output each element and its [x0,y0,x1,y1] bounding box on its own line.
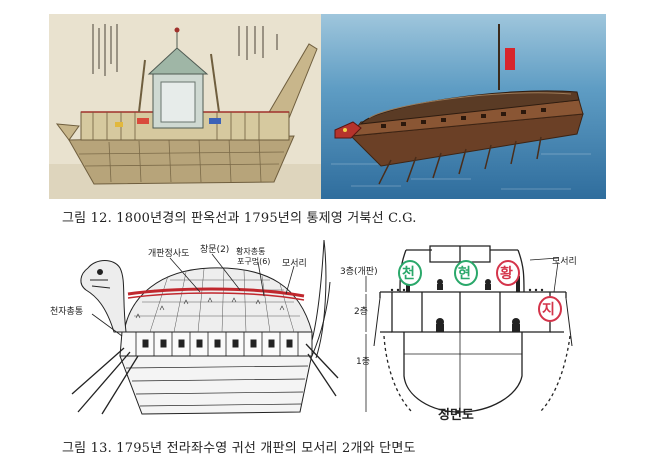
hyeon-circle [454,260,478,286]
view-title: 정면도 [438,408,474,423]
ji-circle [538,296,562,322]
front-section-view [365,245,573,413]
roof-corner-band [127,287,305,298]
label-floor-2: 2층 [354,307,369,317]
figure-13-left-drawing: 개판정사도 창문(2) 황자총통 포구멍(6) 모서리 천자총통 [50,236,340,420]
hyeon-char: 현 [458,266,471,282]
label-changmun: 창문(2) [200,245,230,255]
label-floor-3: 3층(개판) [340,267,378,277]
label-hwangja-chongtong: 황자총통 [236,247,266,256]
figure-13-caption: 그림 13. 1795년 전라좌수영 귀선 개판의 모서리 2개와 단면도 [62,441,416,456]
label-pogumeong: 포구멍(6) [237,257,271,266]
figure-12-caption: 그림 12. 1800년경의 판옥선과 1795년의 통제영 거북선 C.G. [62,211,417,226]
ji-char: 지 [542,302,555,318]
panokseon-painting [49,14,321,199]
label-cheonja-chongtong: 천자총통 [50,307,84,317]
label-moseori-left: 모서리 [282,259,307,269]
hwang-char: 황 [500,266,513,282]
cheon-circle [398,260,422,286]
label-floor-1: 1층 [356,357,371,367]
turtle-ship-line-drawing [71,239,339,415]
label-gaepan-sado: 개판정사도 [148,249,190,259]
label-moseori-right: 모서리 [552,257,577,267]
figure-12 [49,14,606,199]
cheon-char: 천 [402,266,415,282]
turtle-ship-cg [321,14,606,199]
figure-13-right-section: 천 현 황 지 3층(개판) 2층 1층 모서리 정면도 [340,236,590,426]
hwang-circle [496,260,520,286]
